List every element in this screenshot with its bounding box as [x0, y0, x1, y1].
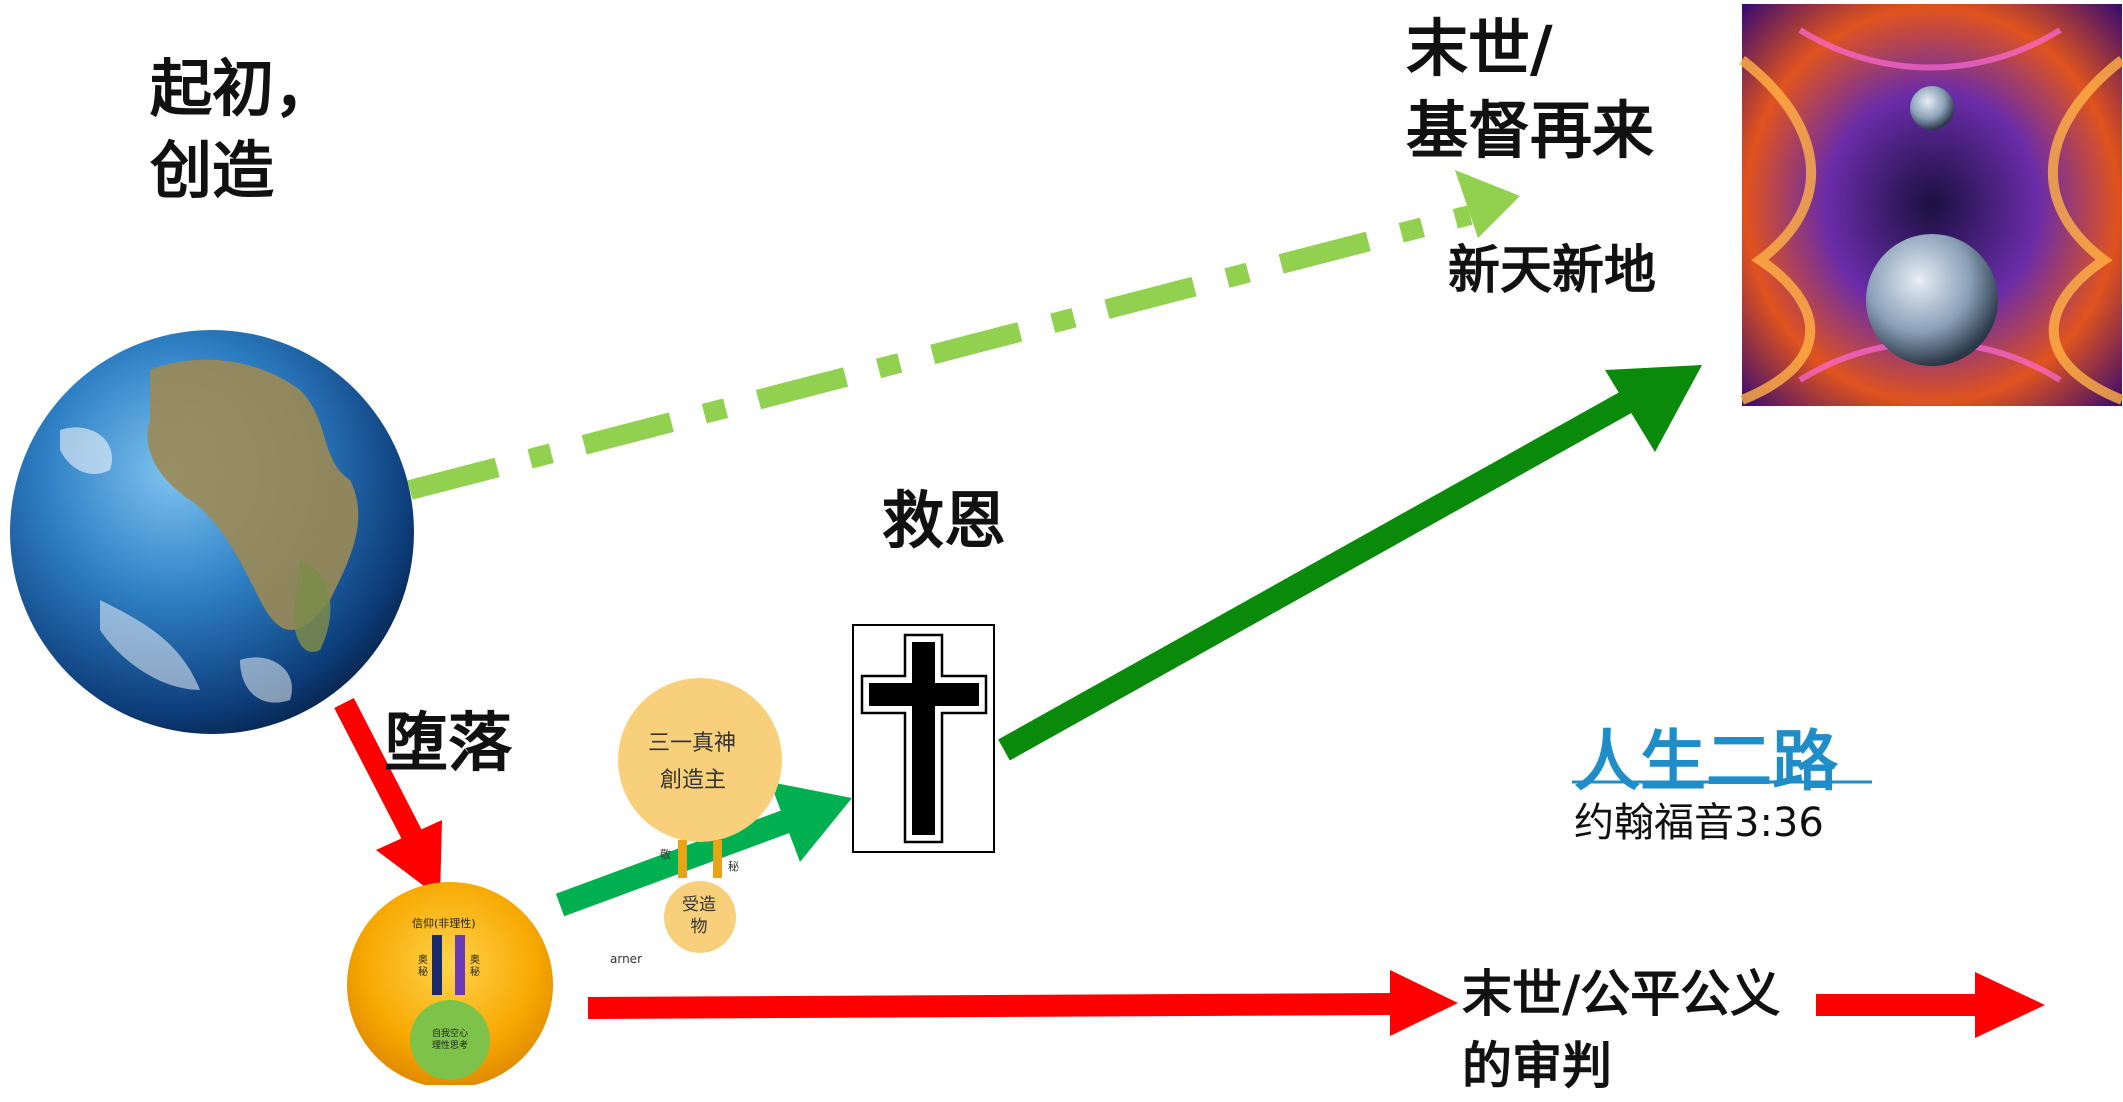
- earth-globe: [10, 330, 414, 734]
- title-label: 人生二路: [1574, 723, 1838, 800]
- faith-label: 信仰(非理性): [412, 917, 476, 930]
- left-tag-label: 敬: [660, 848, 671, 861]
- fall-arrow: [334, 697, 442, 898]
- self-reason-label: 自我空心 理性思考: [431, 1029, 468, 1051]
- new-heaven-image: [1738, 4, 2123, 406]
- creator-label: 創造主: [660, 768, 727, 793]
- trinity-diagram: [618, 678, 782, 953]
- grace-arrow: [555, 782, 852, 917]
- mystery-right-label: 奥秘: [470, 955, 480, 978]
- partial-text: arner: [610, 952, 642, 966]
- human-circle: [347, 882, 553, 1085]
- cross-icon: [852, 624, 995, 853]
- salvation-arrow: [998, 365, 1702, 761]
- judgment-label: 末世/公平公义 的审判: [1462, 965, 1781, 1095]
- mystery-left-label: 奥秘: [418, 955, 428, 978]
- beginning-label: 起初， 创造: [150, 52, 337, 207]
- reference-label: 约翰福音3:36: [1574, 800, 1824, 846]
- right-tag-label: 秘: [728, 860, 739, 873]
- end-times-label: 末世/ 基督再来: [1406, 12, 1655, 167]
- grace-label: 救恩: [882, 484, 1007, 557]
- created-label: 受造 物: [682, 895, 716, 937]
- fall-label: 堕落: [384, 707, 512, 781]
- final-red-arrow: [1816, 972, 2045, 1038]
- dashed-green-arrow: [407, 170, 1520, 500]
- trinity-label: 三一真神: [648, 731, 737, 756]
- new-heaven-label: 新天新地: [1448, 241, 1657, 301]
- judgment-arrow: [587, 970, 1458, 1036]
